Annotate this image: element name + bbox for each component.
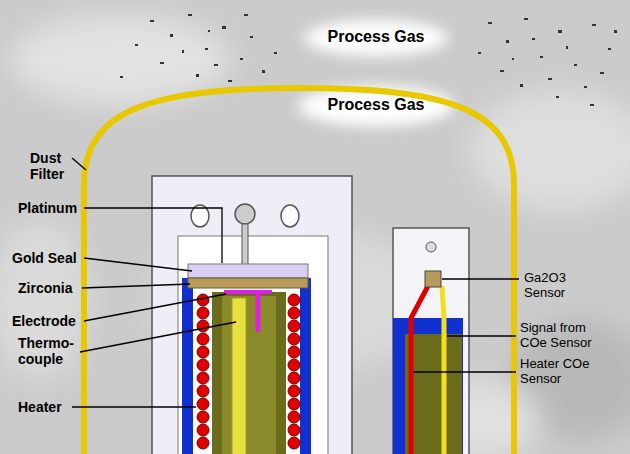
- part-label: Heater: [18, 399, 62, 415]
- part-label: Gold Seal: [12, 250, 77, 266]
- part-label: Zirconia: [18, 280, 72, 296]
- leader-lines: [72, 158, 519, 407]
- zirconia-sensor: [152, 176, 352, 454]
- part-label: Electrode: [12, 313, 76, 329]
- gas-label: Process Gas: [316, 28, 436, 46]
- part-label: Heater COe Sensor: [520, 357, 602, 387]
- part-label: Thermo- couple: [18, 335, 80, 367]
- gas-label: Process Gas: [316, 96, 436, 114]
- part-label: Platinum: [18, 200, 77, 216]
- gas-cloud: [298, 20, 454, 126]
- coe-sensor: [393, 228, 469, 454]
- part-label: Ga2O3 Sensor: [524, 271, 586, 301]
- part-label: Dust Filter: [30, 150, 76, 182]
- part-label: Signal from COe Sensor: [520, 321, 602, 351]
